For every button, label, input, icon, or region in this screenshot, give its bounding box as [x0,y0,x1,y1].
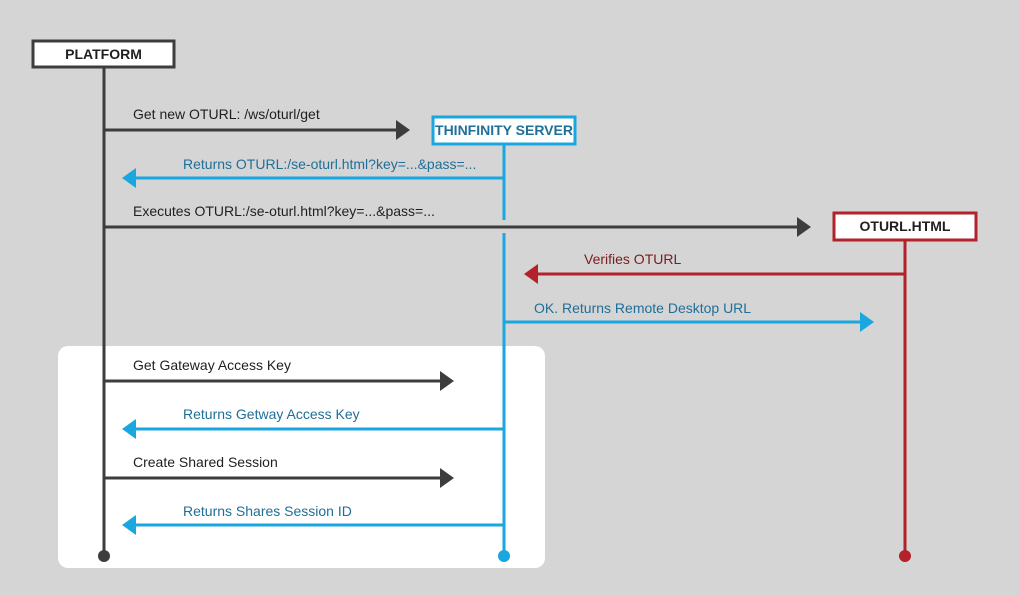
oturl-participant: OTURL.HTML [832,211,978,242]
oturl-end-dot [899,550,911,562]
server-end-dot [498,550,510,562]
message-returns-oturl: Returns OTURL:/se-oturl.html?key=...&pas… [122,156,504,188]
message-verifies-oturl: Verifies OTURL [524,251,905,284]
message-label: Returns OTURL:/se-oturl.html?key=...&pas… [183,156,476,172]
arrow-head-left [524,264,538,284]
message-label: Get Gateway Access Key [133,357,291,373]
message-label: Get new OTURL: /ws/oturl/get [133,106,320,122]
message-label: Returns Getway Access Key [183,406,360,422]
arrow-head-right [440,468,454,488]
message-label: Executes OTURL:/se-oturl.html?key=...&pa… [133,203,435,219]
arrow-head-right [396,120,410,140]
message-label: Create Shared Session [133,454,278,470]
server-participant: THINFINITY SERVER [431,115,577,146]
arrow-head-left [122,419,136,439]
message-returns-getway-access-key: Returns Getway Access Key [122,406,504,439]
message-get-new-oturl: Get new OTURL: /ws/oturl/get [104,106,410,140]
arrow-head-right [860,312,874,332]
server-label: THINFINITY SERVER [435,122,573,138]
message-get-gateway-access-key: Get Gateway Access Key [104,357,454,391]
message-returns-remote-desktop-url: OK. Returns Remote Desktop URL [504,300,874,332]
arrow-head-left [122,168,136,188]
message-label: Returns Shares Session ID [183,503,352,519]
message-label: OK. Returns Remote Desktop URL [534,300,751,316]
message-create-shared-session: Create Shared Session [104,454,454,488]
shared-session-panel [58,346,545,568]
platform-label: PLATFORM [65,46,142,62]
platform-participant: PLATFORM [31,39,176,69]
oturl-label: OTURL.HTML [860,218,951,234]
message-executes-oturl: Executes OTURL:/se-oturl.html?key=...&pa… [104,203,811,237]
arrow-head-left [122,515,136,535]
platform-end-dot [98,550,110,562]
arrow-head-right [440,371,454,391]
arrow-head-right [797,217,811,237]
message-returns-shares-session-id: Returns Shares Session ID [122,503,504,535]
message-label: Verifies OTURL [584,251,681,267]
